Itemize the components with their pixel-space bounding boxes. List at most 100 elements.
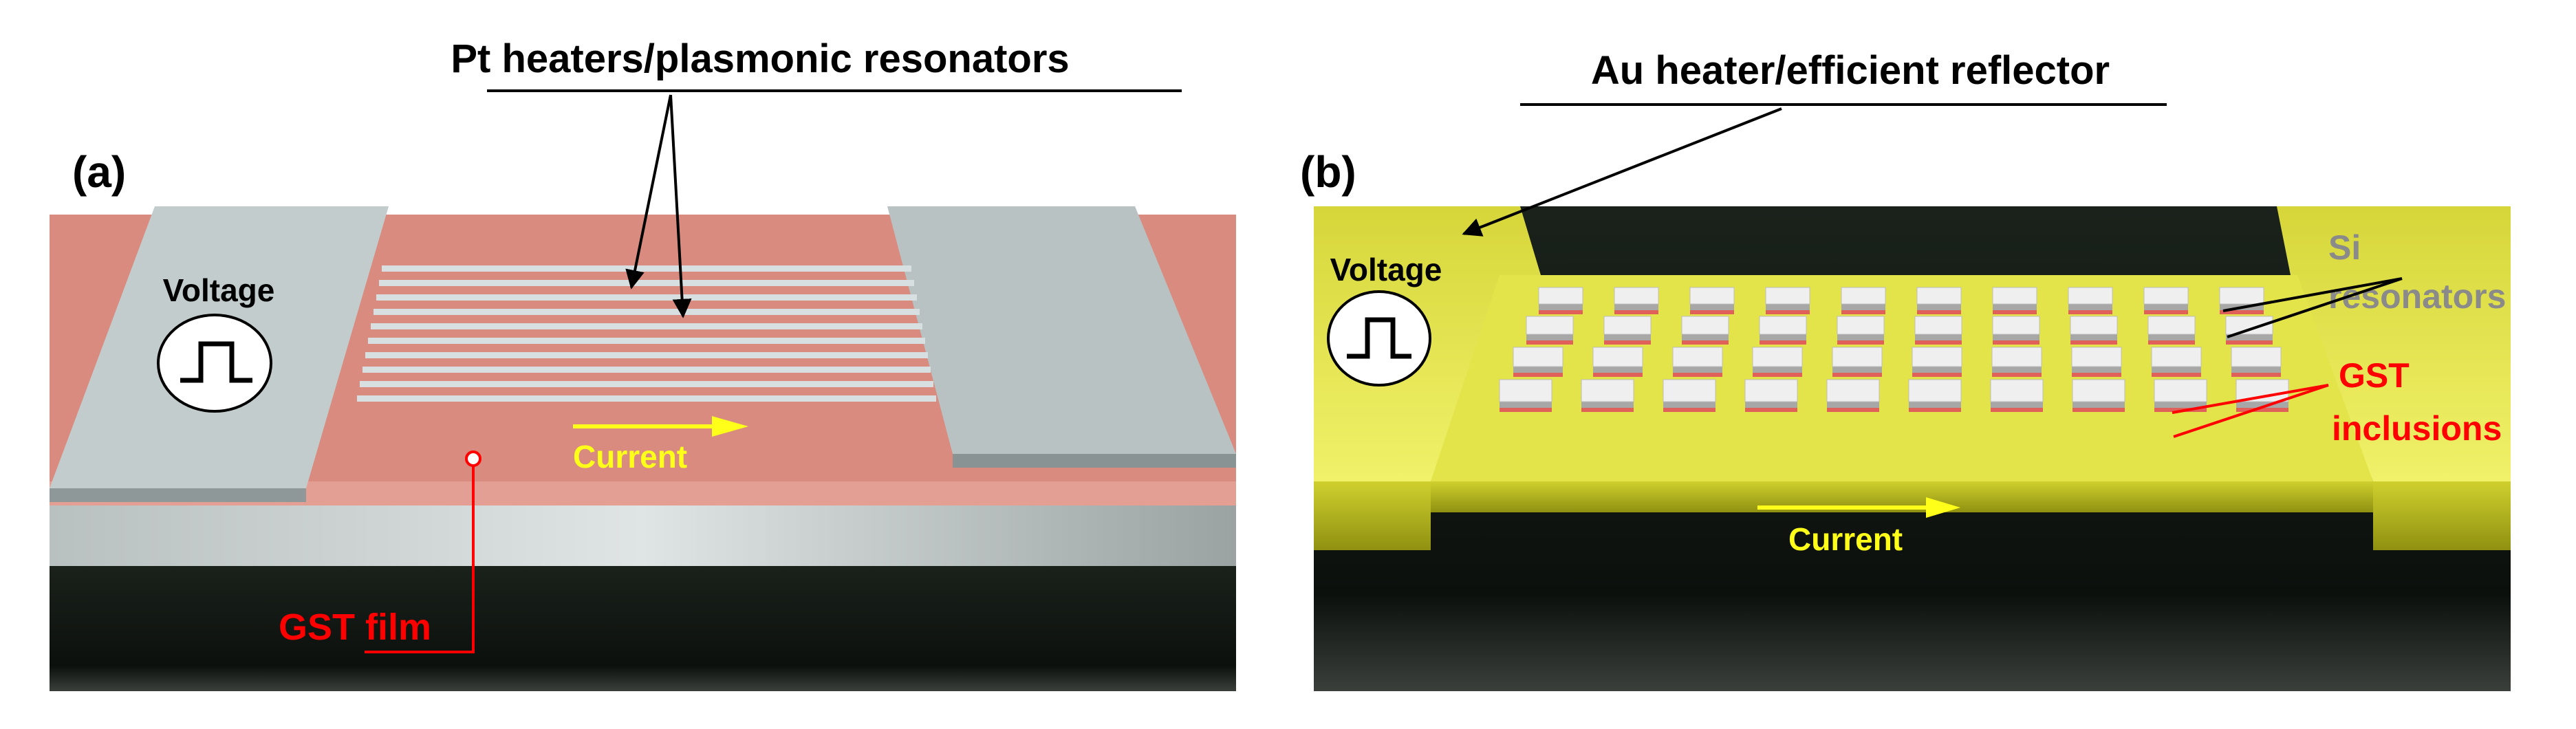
si-resonator (2072, 379, 2125, 412)
si-resonator (1765, 287, 1810, 314)
gst-inclusion (1539, 310, 1583, 314)
gst-inclusion (1991, 408, 2043, 412)
panel-b: (b) Au heater/efficient reflector Voltag… (1300, 48, 2511, 691)
si-resonator (1592, 347, 1643, 377)
gst-inclusion (2070, 340, 2117, 345)
gst-film-label: GST film (279, 607, 431, 648)
gst-inclusion (1690, 310, 1734, 314)
gst-inclusion (1526, 340, 1573, 345)
gst-label-line2: inclusions (2332, 409, 2502, 448)
gst-inclusion (1766, 310, 1810, 314)
gst-inclusion (2144, 310, 2188, 314)
au-front-right (2373, 481, 2511, 550)
current-label-b: Current (1788, 521, 1903, 557)
si-resonator (1759, 316, 1807, 345)
au-front-left (1314, 481, 1431, 550)
gst-inclusion (1917, 310, 1961, 314)
gst-inclusion (2231, 373, 2281, 377)
si-resonator (1672, 347, 1723, 377)
gst-inclusion (2236, 408, 2288, 412)
panel-b-label: (b) (1300, 147, 1356, 197)
si-resonator (1826, 379, 1880, 412)
gst-inclusion (1745, 408, 1797, 412)
si-resonator (1603, 316, 1652, 345)
substrate-a (50, 564, 1236, 691)
si-resonator (2070, 316, 2118, 345)
pt-heater-strips (357, 265, 936, 402)
si-resonator (1581, 379, 1634, 412)
gst-inclusion (1614, 310, 1658, 314)
gst-inclusion (1992, 373, 2042, 377)
voltage-label-a: Voltage (163, 272, 275, 308)
gst-inclusion (1827, 408, 1879, 412)
gst-inclusion (1663, 408, 1715, 412)
panel-a: (a) Pt heaters/plasmonic resonators Volt… (50, 36, 1236, 691)
right-electrode (887, 206, 1236, 454)
si-resonator (1832, 347, 1883, 377)
si-resonator (2225, 316, 2273, 345)
si-resonator (1841, 287, 1886, 314)
si-pointer-2 (2227, 277, 2403, 338)
si-resonator (1990, 379, 2044, 412)
pointer-arrow-a1 (625, 94, 672, 290)
si-resonator (1991, 347, 2042, 377)
gst-inclusion (1500, 408, 1552, 412)
si-resonator (1538, 287, 1583, 314)
si-resonator (1614, 287, 1659, 314)
si-resonator (1912, 347, 1962, 377)
voltage-label-b: Voltage (1330, 252, 1442, 287)
panel-a-label: (a) (72, 147, 126, 197)
si-resonator (1681, 316, 1729, 345)
gst-inclusion (2152, 373, 2201, 377)
si-pointer-1 (2222, 277, 2403, 312)
gst-inclusion (2068, 310, 2112, 314)
gst-inclusion (1841, 310, 1885, 314)
gst-inclusion (1581, 408, 1634, 412)
si-resonator (2143, 287, 2189, 314)
gst-inclusion (1837, 340, 1884, 345)
si-resonator (1689, 287, 1735, 314)
si-resonator (2147, 316, 2196, 345)
gst-film-leader (365, 466, 475, 653)
si-label-line2: resonators (2328, 277, 2506, 316)
gst-inclusion (1993, 340, 2039, 345)
au-bridge (1431, 275, 2373, 481)
gst-inclusion (1673, 373, 1722, 377)
si-resonator (1499, 379, 1552, 412)
gst-inclusion (1832, 373, 1882, 377)
si-resonator (1513, 347, 1563, 377)
gst-pointer-1 (2172, 384, 2329, 414)
panel-b-title: Au heater/efficient reflector (1591, 48, 2110, 93)
si-resonator (1992, 287, 2037, 314)
gst-inclusion (1760, 340, 1806, 345)
gst-inclusion (2226, 340, 2273, 345)
gst-inclusion (1593, 373, 1643, 377)
au-right-block (2277, 206, 2511, 481)
si-resonator (1837, 316, 1885, 345)
si-resonator (2231, 347, 2282, 377)
front-face-a (50, 505, 1236, 566)
si-resonator (1916, 287, 1962, 314)
pointer-arrow-a2 (669, 94, 692, 318)
si-resonator (2068, 287, 2113, 314)
gst-inclusion (1909, 408, 1961, 412)
gst-inclusion (1604, 340, 1651, 345)
gst-label-line1: GST (2339, 356, 2410, 395)
gst-inclusion (2072, 373, 2121, 377)
si-resonator (1752, 347, 1803, 377)
gst-pointer-2 (2173, 384, 2329, 438)
gst-inclusion (1682, 340, 1729, 345)
si-resonator-array (1499, 287, 2289, 412)
si-resonator (1744, 379, 1798, 412)
gst-film-marker (465, 450, 481, 467)
gst-inclusion (1993, 310, 2037, 314)
si-resonator (2151, 347, 2202, 377)
gst-inclusion (1915, 340, 1962, 345)
gst-inclusion (2220, 310, 2264, 314)
au-front-bridge (1431, 481, 2373, 512)
pointer-arrow-b (1462, 107, 1782, 237)
si-resonator (1526, 316, 1574, 345)
gst-inclusion (1513, 373, 1563, 377)
gst-inclusion (2148, 340, 2195, 345)
